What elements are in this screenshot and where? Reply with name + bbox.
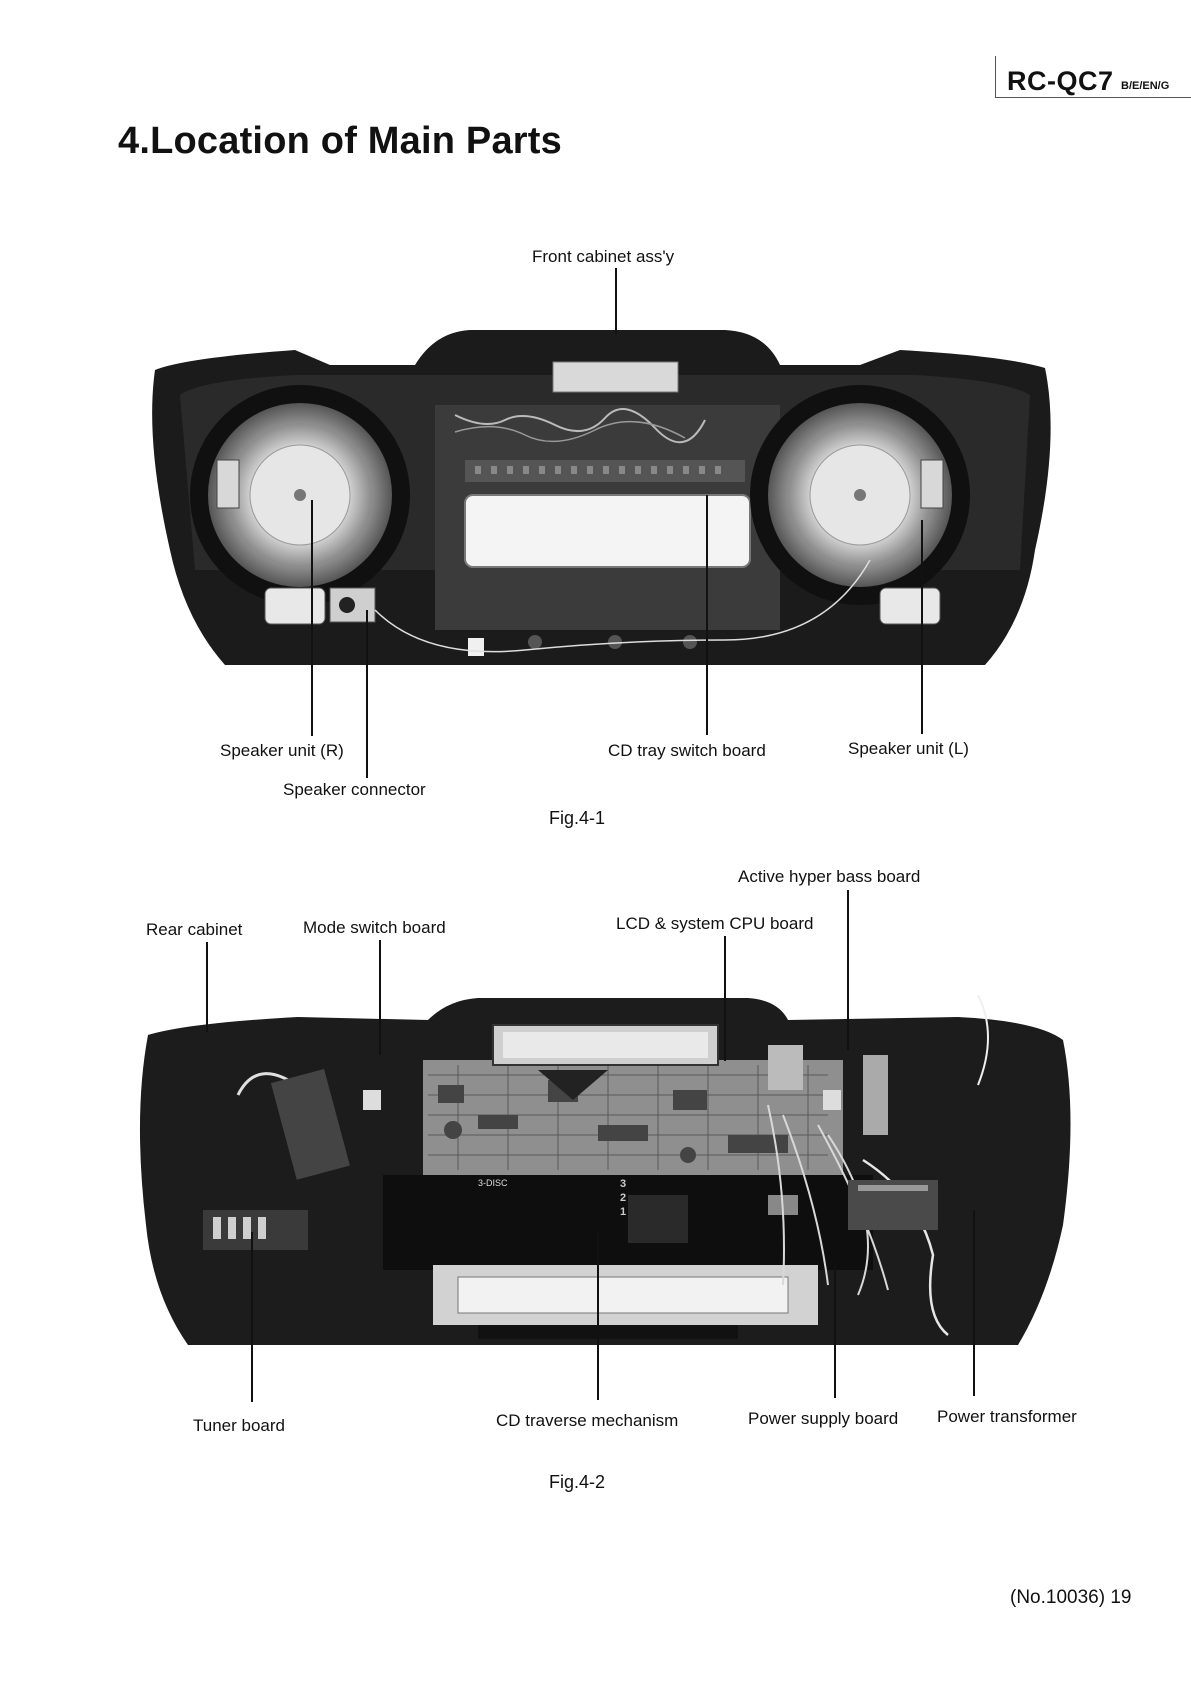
label-cd-traverse: CD traverse mechanism <box>496 1411 679 1430</box>
label-power-transformer: Power transformer <box>937 1407 1077 1426</box>
leader-power-supply <box>834 1262 836 1398</box>
leader-power-transformer <box>973 1210 975 1396</box>
label-speaker-r: Speaker unit (R) <box>220 741 344 760</box>
header-rule-horizontal <box>995 97 1191 98</box>
leader-cd-tray-switch <box>706 495 708 735</box>
leader-active-hyper-bass <box>847 890 849 1050</box>
front-cabinet-photo <box>152 330 1051 665</box>
disc-number-3: 3 <box>620 1178 627 1190</box>
leader-speaker-l <box>921 520 923 734</box>
label-rear-cabinet: Rear cabinet <box>146 920 243 939</box>
page-number: (No.10036) 19 <box>1010 1587 1132 1608</box>
model-variants: B/E/EN/G <box>1121 80 1170 92</box>
leader-lcd-cpu <box>724 936 726 1061</box>
label-speaker-connector: Speaker connector <box>283 780 426 799</box>
rear-cabinet-photo <box>139 995 1071 1345</box>
disc-number-2: 2 <box>620 1192 627 1204</box>
label-tuner: Tuner board <box>193 1416 285 1435</box>
label-front-cabinet: Front cabinet ass'y <box>532 247 675 266</box>
leader-rear-cabinet <box>206 942 208 1032</box>
page-title: 4.Location of Main Parts <box>118 120 562 162</box>
label-active-hyper-bass: Active hyper bass board <box>738 867 921 886</box>
model-header: RC-QC7 B/E/EN/G <box>995 56 1191 98</box>
header-rule-vertical <box>995 56 996 98</box>
leader-speaker-connector <box>366 610 368 778</box>
leader-mode-switch <box>379 940 381 1055</box>
figure-caption-4-2: Fig.4-2 <box>549 1472 606 1492</box>
disc-number-1: 1 <box>620 1206 627 1218</box>
leader-speaker-r <box>311 500 313 736</box>
label-mode-switch: Mode switch board <box>303 918 446 937</box>
label-speaker-l: Speaker unit (L) <box>848 739 969 758</box>
label-lcd-cpu: LCD & system CPU board <box>616 914 814 933</box>
leader-tuner <box>251 1232 253 1402</box>
label-cd-tray-switch: CD tray switch board <box>608 741 766 760</box>
figure-caption-4-1: Fig.4-1 <box>549 808 606 828</box>
label-power-supply: Power supply board <box>748 1409 899 1428</box>
model-number: RC-QC7 <box>1007 66 1114 96</box>
disc-brand-text: 3-DISC <box>478 1178 508 1188</box>
leader-cd-traverse <box>597 1230 599 1400</box>
leader-front-cabinet <box>615 268 617 334</box>
